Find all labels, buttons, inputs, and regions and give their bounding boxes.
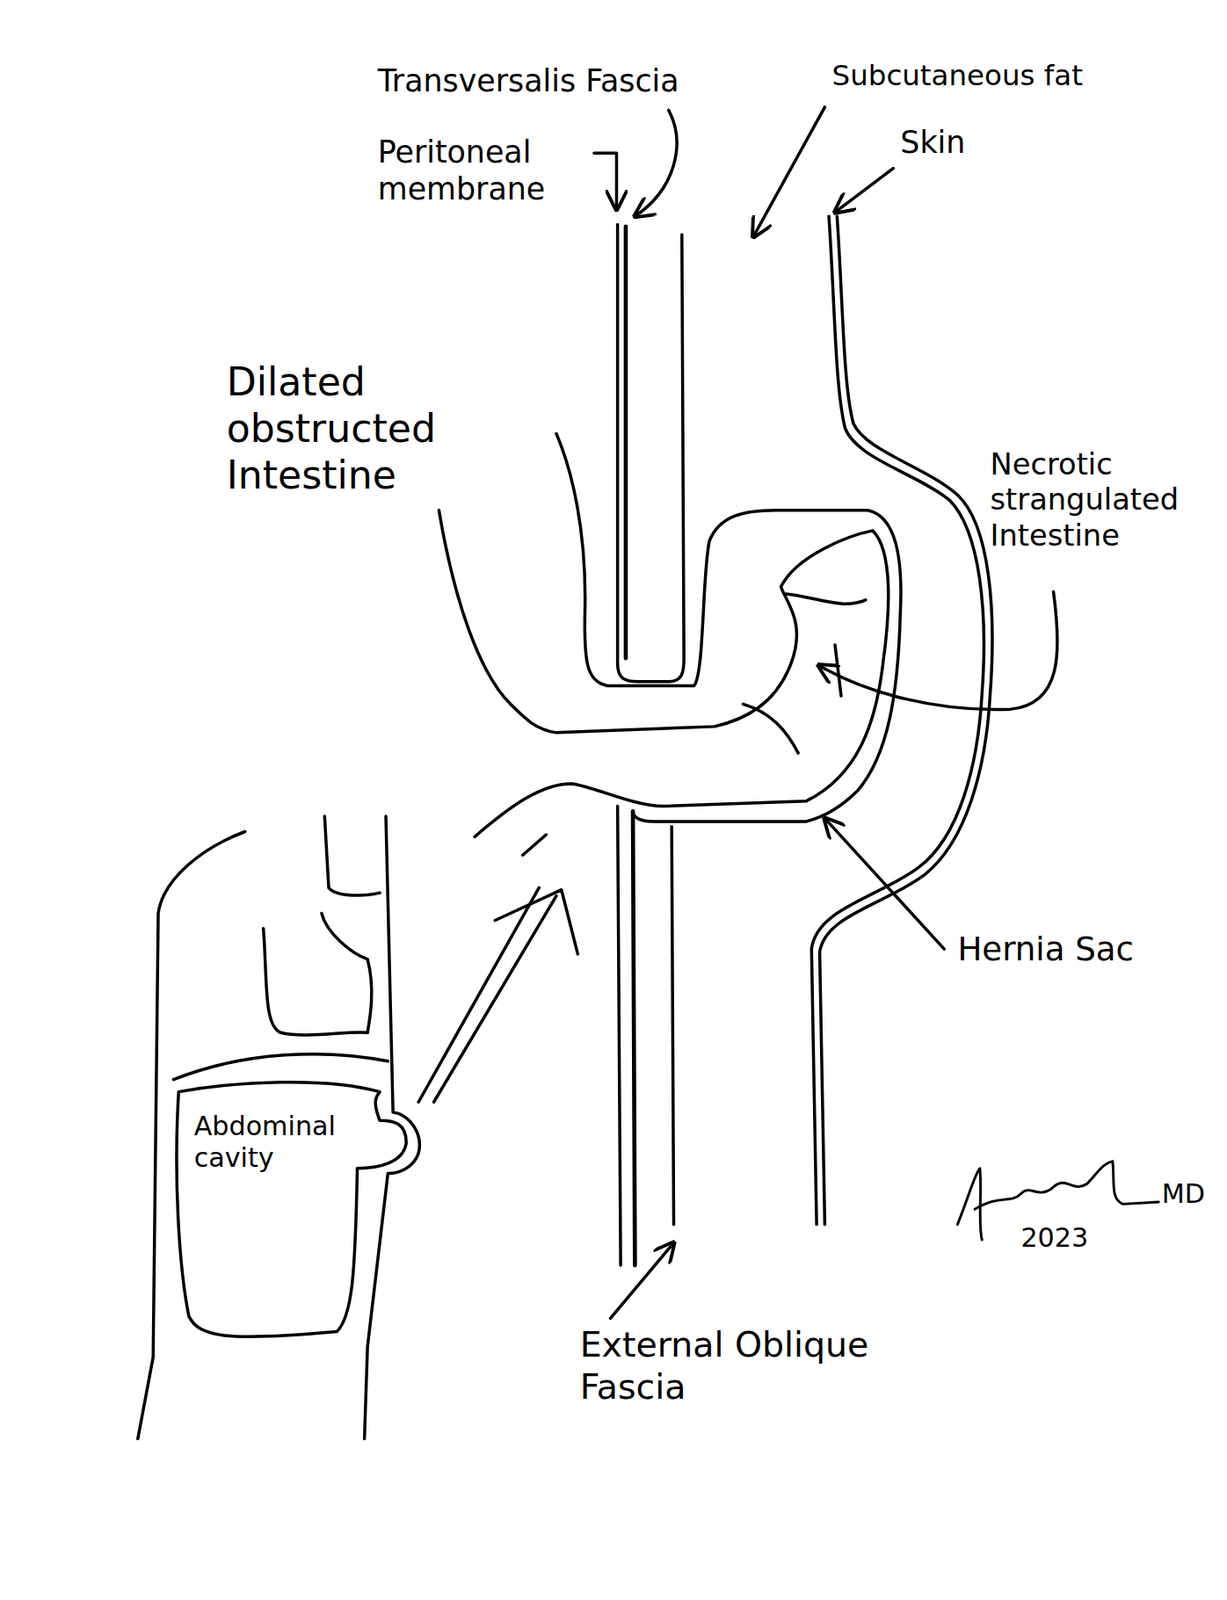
anatomy-label: Necrotic strangulated Intestine [990,447,1224,554]
anatomy-label: Transversalis Fascia [377,63,680,101]
zoom-arrow [434,896,557,1104]
region-label: Abdominal cavity [194,1110,373,1175]
anatomy-label: Subcutaneous fat [832,58,1083,94]
abdominal-cavity-outline [176,1082,407,1338]
intestine-fold [742,704,799,754]
intestine-mark [522,834,547,856]
lower-wall-outer [671,827,674,1226]
leader-line [753,107,825,237]
torso-outline [364,816,421,1439]
cavity-region: Abdominal cavity [194,1110,373,1175]
anatomy-label: MD [1161,1178,1206,1211]
intestine-fold [834,645,842,697]
anatomy-label: Hernia Sac [957,930,1134,971]
skin [811,216,984,1225]
upper-wall-inner [624,226,629,659]
lower-wall-inner [632,811,635,1266]
torso-detail [321,913,372,1033]
anatomy-label: 2023 [1020,1222,1089,1255]
leader-line [834,168,894,213]
anatomy-label: Peritoneal membrane [377,134,598,209]
intestine [438,510,888,838]
leader-line [594,152,618,210]
zoom-arrow [418,887,539,1103]
torso-detail [263,929,368,1036]
upper-wall [617,224,684,682]
leader-line [634,109,677,217]
leader-line [818,592,1058,711]
intestine-fold [785,594,866,604]
lower-wall [617,805,621,1266]
diaphragm [173,1054,388,1081]
anatomy-label: Skin [900,124,966,162]
skin [820,216,993,1225]
anatomy-label: External Oblique Fascia [580,1324,897,1409]
torso-outline [324,816,380,896]
leader-line [610,1243,675,1320]
zoom-arrowhead [494,890,578,955]
leader-line [824,818,944,950]
anatomy-label: Dilated obstructed Intestine [226,359,508,500]
